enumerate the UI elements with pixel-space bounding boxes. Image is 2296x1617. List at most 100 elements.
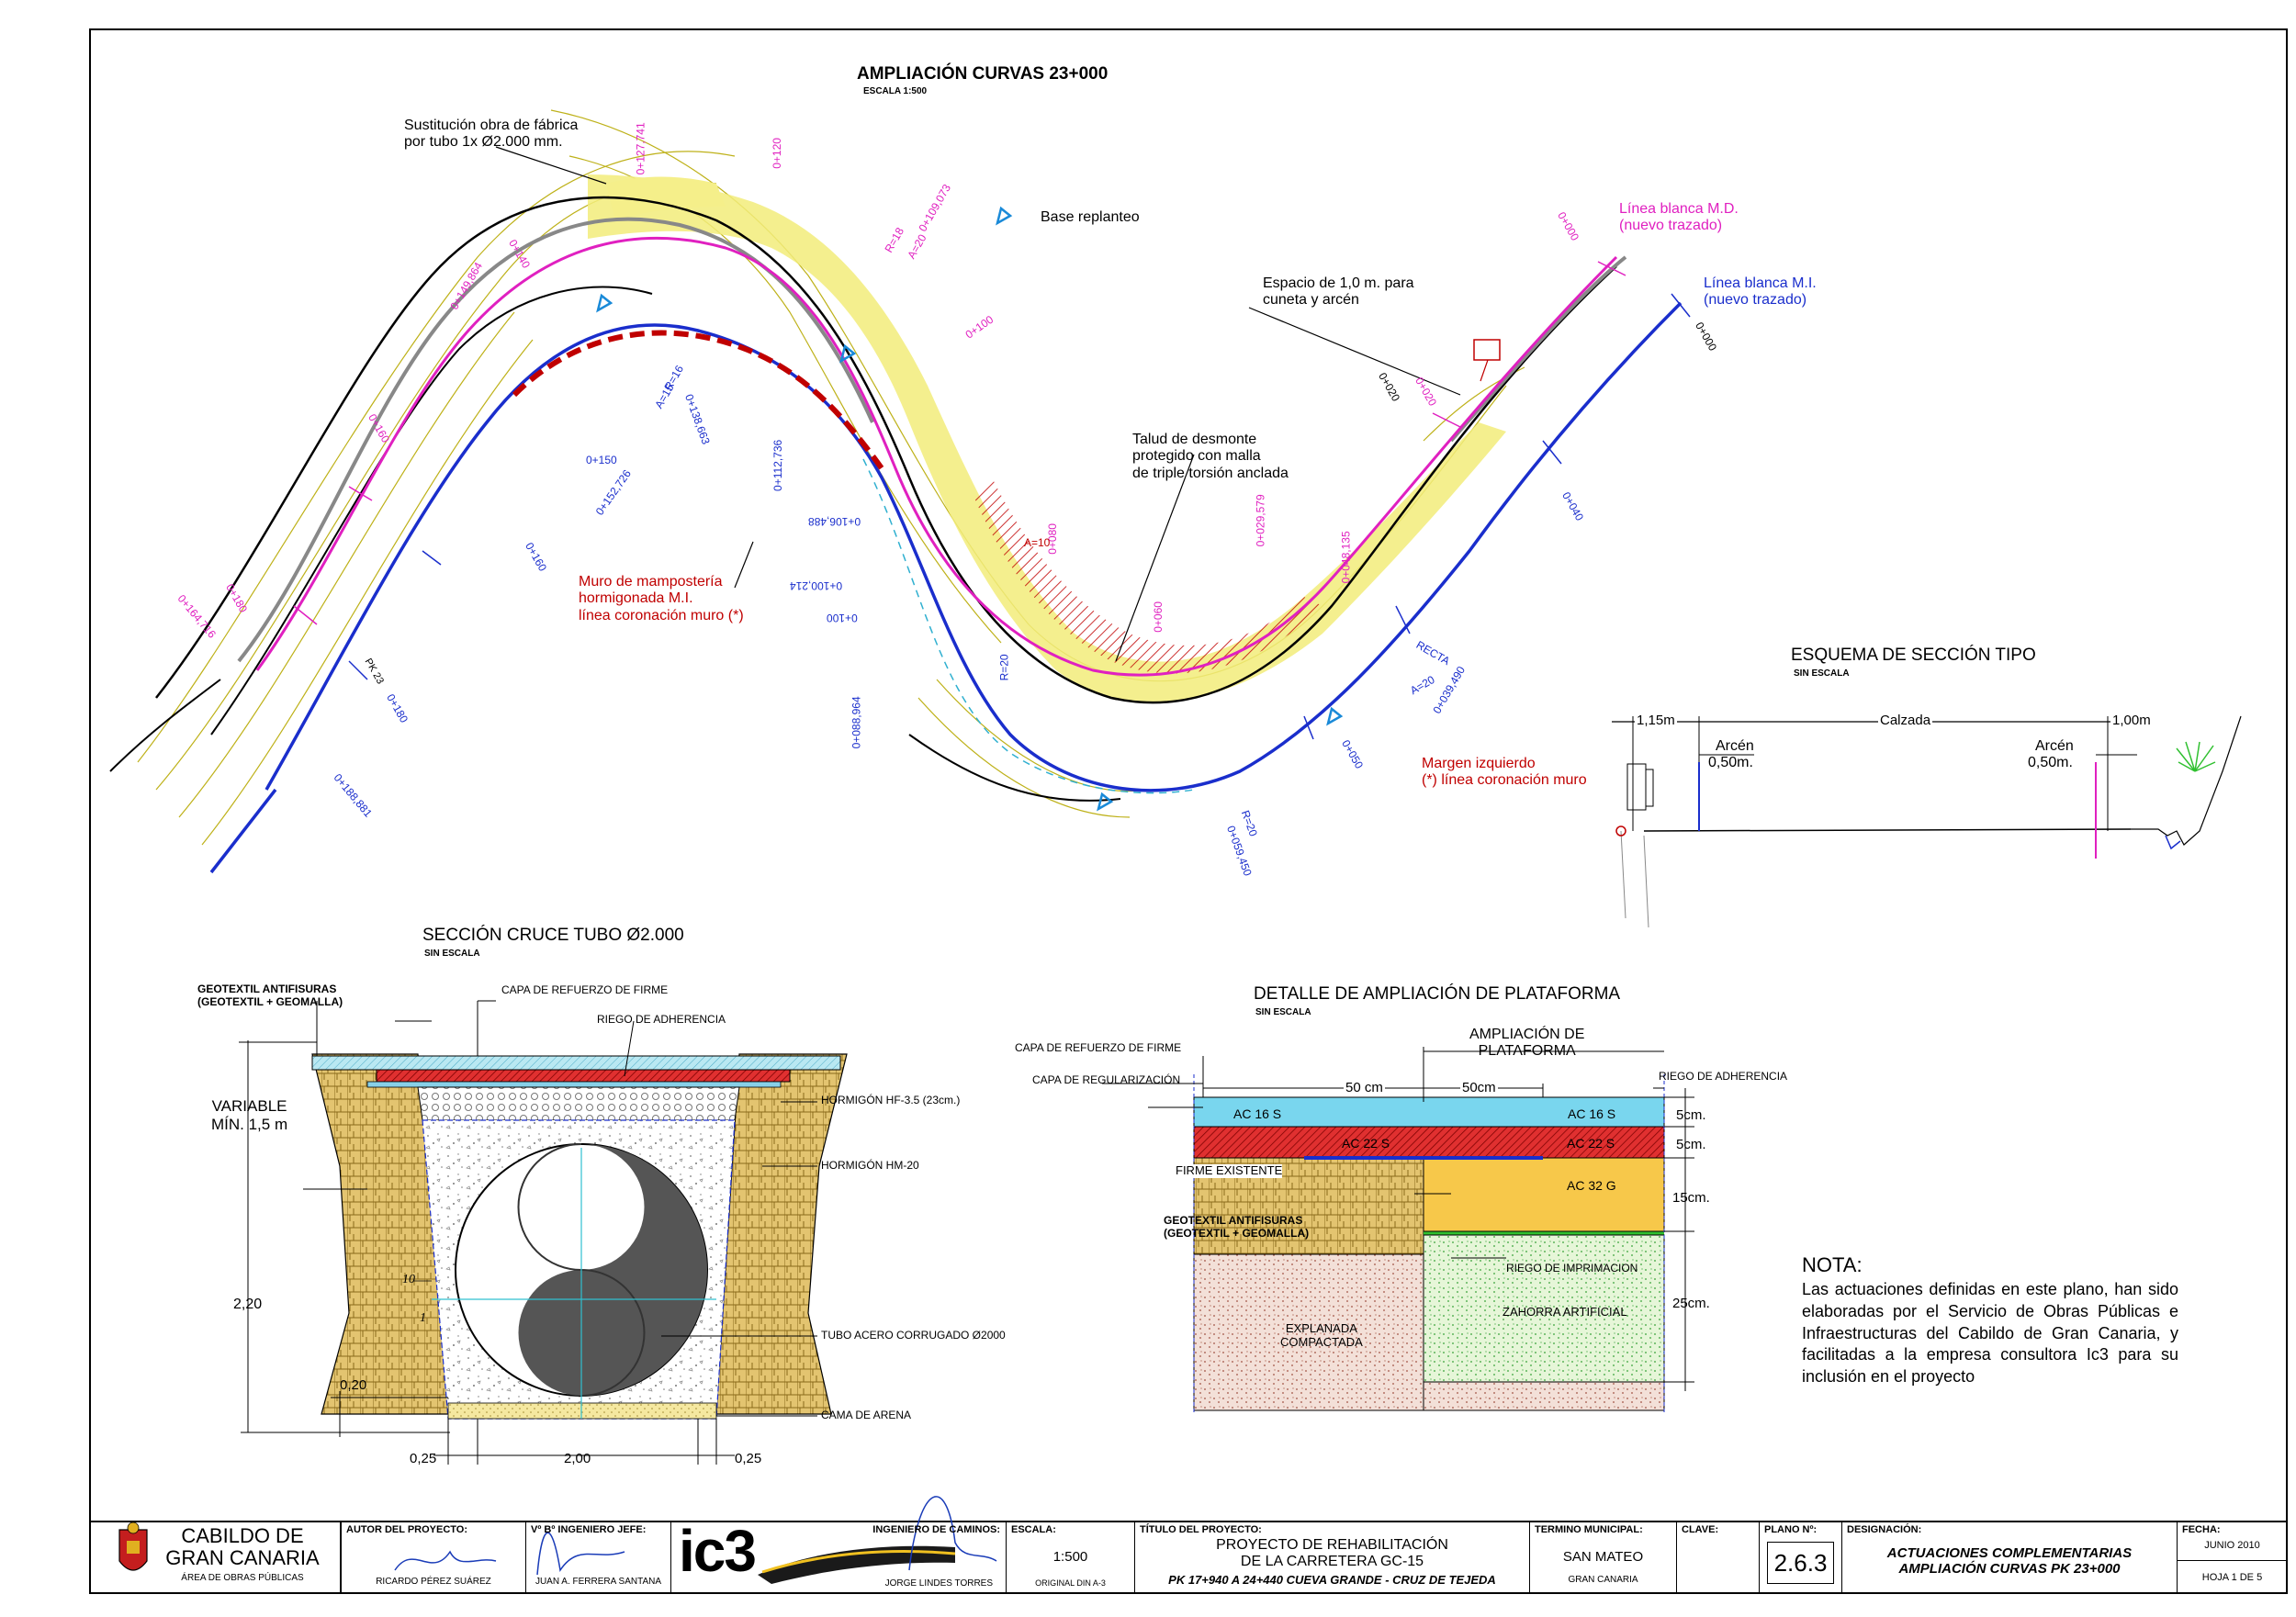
tb-fecha-header: FECHA: bbox=[2182, 1524, 2221, 1535]
tb-clave-header: CLAVE: bbox=[1682, 1524, 1719, 1535]
tb-termino-value: SAN MATEO bbox=[1562, 1549, 1644, 1565]
station-label: 0+048,135 bbox=[1339, 531, 1353, 584]
tb-escala-value: 1:500 bbox=[1052, 1549, 1088, 1565]
culvert-note-line1: Sustitución obra de fábrica bbox=[404, 118, 579, 133]
culvert-note-line2: por tubo 1x Ø2.000 mm. bbox=[404, 134, 563, 151]
tb-termino-sub: GRAN CANARIA bbox=[1568, 1575, 1638, 1585]
detalle-dim-5b: 5cm. bbox=[1676, 1137, 1706, 1152]
wall-note-line3: línea coronación muro (*) bbox=[579, 607, 744, 623]
cruce-dim-025-left: 0,25 bbox=[410, 1451, 437, 1466]
detalle-ac22-b: AC 22 S bbox=[1567, 1136, 1615, 1151]
detalle-firme: FIRME EXISTENTE bbox=[1176, 1163, 1283, 1178]
space-note-line2: cuneta y arcén bbox=[1263, 292, 1359, 309]
plan-scale: ESCALA 1:500 bbox=[863, 86, 928, 96]
tb-ing-name: JORGE LINDES TORRES bbox=[884, 1578, 993, 1589]
detalle-dim-50a: 50 cm bbox=[1344, 1080, 1385, 1096]
station-label: 0+060 bbox=[1151, 601, 1165, 633]
detalle-drawing bbox=[1102, 1047, 1694, 1414]
tb-plano-value: 2.6.3 bbox=[1767, 1542, 1834, 1584]
tb-titulo-sub: PK 17+940 A 24+440 CUEVA GRANDE - CRUZ D… bbox=[1168, 1573, 1496, 1587]
wall-note-line1: Muro de mampostería bbox=[579, 574, 723, 590]
seccion-tipo-subtitle: SIN ESCALA bbox=[1794, 668, 1850, 679]
station-label: 0+120 bbox=[770, 138, 783, 169]
margin-note-line2: (*) línea coronación muro bbox=[1422, 772, 1587, 789]
tb-escala-header: ESCALA: bbox=[1011, 1524, 1056, 1535]
seccion-tipo-title: ESQUEMA DE SECCIÓN TIPO bbox=[1791, 646, 2036, 665]
tb-titulo: TÍTULO DEL PROYECTO: PROYECTO DE REHABIL… bbox=[1135, 1522, 1530, 1593]
tb-desig-header: DESIGNACIÓN: bbox=[1847, 1524, 1922, 1535]
cruce-dim-220: 2,20 bbox=[233, 1297, 263, 1312]
tb-org-line2: GRAN CANARIA bbox=[165, 1546, 320, 1570]
detalle-ampliacion-line2: PLATAFORMA bbox=[1478, 1043, 1576, 1060]
station-label: 0+029,579 bbox=[1254, 494, 1267, 547]
dim-100: 1,00m bbox=[2110, 713, 2153, 729]
detalle-dim-50b: 50cm bbox=[1460, 1080, 1498, 1096]
station-label: 0+150 bbox=[586, 454, 617, 466]
plan-tag-box bbox=[1473, 339, 1501, 361]
arcen-left: Arcén 0,50m. bbox=[1708, 738, 1754, 772]
tb-escala: ESCALA: 1:500 ORIGINAL DIN A-3 bbox=[1007, 1522, 1135, 1593]
white-line-md-line2: (nuevo trazado) bbox=[1619, 218, 1723, 234]
slope-note-line3: de triple torsión anclada bbox=[1132, 465, 1289, 481]
tb-fecha: FECHA: JUNIO 2010 HOJA 1 DE 5 bbox=[2178, 1522, 2287, 1593]
tb-autor: AUTOR DEL PROYECTO: RICARDO PÉREZ SUÁREZ bbox=[341, 1522, 526, 1593]
tb-fecha-value: JUNIO 2010 bbox=[2204, 1540, 2260, 1551]
cruce-variable-line2: MÍN. 1,5 m bbox=[211, 1115, 288, 1133]
base-replanteo-label: Base replanteo bbox=[1041, 209, 1140, 225]
tb-cabildo: CABILDO DE GRAN CANARIA ÁREA DE OBRAS PÚ… bbox=[90, 1522, 341, 1593]
station-label: 0+112,736 bbox=[771, 439, 785, 491]
detalle-geotextil-line2: (GEOTEXTIL + GEOMALLA) bbox=[1164, 1226, 1310, 1240]
tb-vb: Vº Bº INGENIERO JEFE: JUAN A. FERRERA SA… bbox=[526, 1522, 671, 1593]
white-line-md-label: Línea blanca M.D. (nuevo trazado) bbox=[1619, 201, 1739, 235]
cruce-dim-200: 2,00 bbox=[564, 1451, 591, 1466]
tb-area: ÁREA DE OBRAS PÚBLICAS bbox=[181, 1573, 304, 1583]
arcen-right-width: 0,50m. bbox=[2028, 755, 2073, 771]
detalle-subtitle: SIN ESCALA bbox=[1255, 1007, 1311, 1017]
detalle-ac32: AC 32 G bbox=[1567, 1178, 1616, 1193]
wall-note-line2: hormigonada M.I. bbox=[579, 590, 693, 607]
curve-label: R=20 bbox=[997, 654, 1011, 681]
station-label: 0+100 bbox=[827, 611, 858, 624]
white-line-mi-line2: (nuevo trazado) bbox=[1704, 292, 1807, 309]
tb-org-line1: CABILDO DE bbox=[181, 1524, 304, 1547]
detalle-explanada-line2: COMPACTADA bbox=[1280, 1334, 1363, 1349]
plan-title: AMPLIACIÓN CURVAS 23+000 bbox=[857, 64, 1109, 84]
tb-termino-header: TERMINO MUNICIPAL: bbox=[1535, 1524, 1643, 1535]
cruce-slope-1: 1 bbox=[420, 1311, 426, 1325]
cruce-slope-10: 10 bbox=[402, 1273, 415, 1286]
tb-autor-header: AUTOR DEL PROYECTO: bbox=[346, 1524, 468, 1535]
cruce-drawing bbox=[239, 1000, 848, 1465]
tb-titulo-line1: PROYECTO DE REHABILITACIÓN bbox=[1216, 1537, 1448, 1553]
margin-note: Margen izquierdo (*) línea coronación mu… bbox=[1422, 756, 1587, 790]
tb-ing-header: INGENIERO DE CAMINOS: bbox=[872, 1524, 1000, 1535]
plan-view bbox=[109, 109, 1691, 874]
detalle-explanada: EXPLANADA COMPACTADA bbox=[1280, 1321, 1363, 1350]
ic3-logo: ic3 bbox=[679, 1518, 757, 1584]
detalle-ampliacion-line1: AMPLIACIÓN DE bbox=[1469, 1027, 1585, 1042]
detalle-ac16-b: AC 16 S bbox=[1568, 1106, 1616, 1121]
cruce-dim-020: 0,20 bbox=[340, 1377, 367, 1393]
detalle-riego-adh: RIEGO DE ADHERENCIA bbox=[1659, 1070, 1788, 1083]
cruce-subtitle: SIN ESCALA bbox=[424, 949, 480, 959]
detalle-capa-regul: CAPA DE REGULARIZACIÓN bbox=[1032, 1073, 1181, 1086]
detalle-ac16-a: AC 16 S bbox=[1233, 1106, 1282, 1121]
slope-note: Talud de desmonte protegido con malla de… bbox=[1132, 432, 1289, 482]
detalle-dim-15: 15cm. bbox=[1672, 1190, 1710, 1206]
tb-plano-header: PLANO Nº: bbox=[1764, 1524, 1818, 1535]
detalle-dim-25: 25cm. bbox=[1672, 1296, 1710, 1311]
detalle-geotextil: GEOTEXTIL ANTIFISURAS (GEOTEXTIL + GEOMA… bbox=[1164, 1214, 1310, 1241]
plan-leaders bbox=[495, 146, 1461, 662]
white-line-md-line1: Línea blanca M.D. bbox=[1619, 201, 1739, 217]
tb-vb-header: Vº Bº INGENIERO JEFE: bbox=[531, 1524, 647, 1535]
cruce-hf: HORMIGÓN HF-3.5 (23cm.) bbox=[821, 1094, 961, 1106]
detalle-title: DETALLE DE AMPLIACIÓN DE PLATAFORMA bbox=[1254, 984, 1621, 1004]
curve-label: A=10 bbox=[1024, 536, 1051, 549]
seccion-tipo-drawing bbox=[1612, 715, 2242, 928]
tb-original: ORIGINAL DIN A-3 bbox=[1035, 1578, 1106, 1588]
detalle-capa-refuerzo: CAPA DE REFUERZO DE FIRME bbox=[1015, 1041, 1182, 1054]
station-label: 0+106,488 bbox=[808, 514, 861, 528]
cruce-riego: RIEGO DE ADHERENCIA bbox=[597, 1013, 726, 1026]
titleblock-frame bbox=[89, 1496, 2288, 1594]
detalle-dim-5a: 5cm. bbox=[1676, 1107, 1706, 1123]
